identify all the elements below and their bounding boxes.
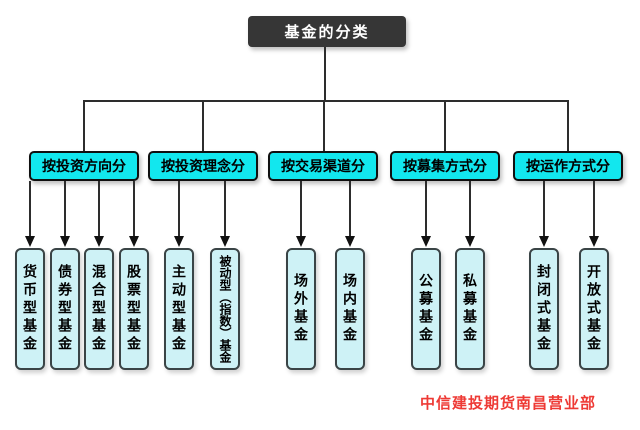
leaf-equity-fund: 股票型基金	[119, 248, 149, 370]
arrow-line	[349, 181, 351, 237]
connector-drop-1	[83, 100, 85, 151]
connector-drop-2	[202, 100, 204, 151]
leaf-label: 场外基金	[293, 273, 309, 345]
arrow-line	[543, 181, 545, 237]
leaf-bond-fund: 债券型基金	[50, 248, 80, 370]
arrow-down-icon	[220, 236, 230, 247]
branch-by-fundraising-method: 按募集方式分	[390, 151, 500, 181]
arrow-down-icon	[60, 236, 70, 247]
arrow-line	[64, 181, 66, 237]
arrow-line	[469, 181, 471, 237]
leaf-label: 货币型基金	[22, 264, 38, 354]
arrow-down-icon	[421, 236, 431, 247]
connector-root-vertical	[324, 47, 326, 101]
connector-drop-3	[323, 100, 325, 151]
arrow-line	[98, 181, 100, 237]
branch-label: 按运作方式分	[526, 158, 610, 174]
leaf-label: 混合型基金	[91, 264, 107, 354]
leaf-label: 私募基金	[462, 273, 478, 345]
leaf-label: 被动型（指数）基金	[218, 255, 232, 363]
leaf-label: 场内基金	[342, 273, 358, 345]
arrow-down-icon	[25, 236, 35, 247]
arrow-line	[593, 181, 595, 237]
arrow-down-icon	[465, 236, 475, 247]
arrow-down-icon	[345, 236, 355, 247]
arrow-down-icon	[589, 236, 599, 247]
leaf-hybrid-fund: 混合型基金	[84, 248, 114, 370]
branch-label: 按交易渠道分	[281, 158, 365, 174]
leaf-exchange-fund: 场内基金	[335, 248, 365, 370]
branch-label: 按投资理念分	[161, 158, 245, 174]
branch-by-investment-philosophy: 按投资理念分	[148, 151, 258, 181]
root-node-fund-classification: 基金的分类	[248, 16, 406, 47]
leaf-passive-index-fund: 被动型（指数）基金	[210, 248, 240, 370]
leaf-label: 封闭式基金	[536, 264, 552, 354]
leaf-active-fund: 主动型基金	[164, 248, 194, 370]
arrow-down-icon	[174, 236, 184, 247]
leaf-label: 开放式基金	[586, 264, 602, 354]
branch-by-operation-mode: 按运作方式分	[513, 151, 623, 181]
arrow-line	[133, 181, 135, 237]
leaf-label: 主动型基金	[171, 264, 187, 354]
footer-watermark: 中信建投期货南昌营业部	[420, 395, 597, 412]
leaf-label: 公募基金	[418, 273, 434, 345]
arrow-line	[224, 181, 226, 237]
leaf-money-fund: 货币型基金	[15, 248, 45, 370]
arrow-line	[300, 181, 302, 237]
arrow-line	[178, 181, 180, 237]
arrow-down-icon	[296, 236, 306, 247]
leaf-otc-fund: 场外基金	[286, 248, 316, 370]
leaf-public-fund: 公募基金	[411, 248, 441, 370]
root-node-label: 基金的分类	[284, 24, 370, 41]
arrow-down-icon	[94, 236, 104, 247]
branch-label: 按募集方式分	[403, 158, 487, 174]
leaf-private-fund: 私募基金	[455, 248, 485, 370]
connector-drop-5	[567, 100, 569, 151]
leaf-label: 股票型基金	[126, 264, 142, 354]
leaf-closed-end-fund: 封闭式基金	[529, 248, 559, 370]
branch-by-investment-direction: 按投资方向分	[29, 151, 139, 181]
leaf-open-end-fund: 开放式基金	[579, 248, 609, 370]
branch-by-trading-channel: 按交易渠道分	[268, 151, 378, 181]
connector-rail	[83, 100, 569, 102]
arrow-down-icon	[539, 236, 549, 247]
arrow-line	[425, 181, 427, 237]
arrow-line	[29, 181, 31, 237]
connector-drop-4	[444, 100, 446, 151]
branch-label: 按投资方向分	[42, 158, 126, 174]
arrow-down-icon	[129, 236, 139, 247]
leaf-label: 债券型基金	[57, 264, 73, 354]
